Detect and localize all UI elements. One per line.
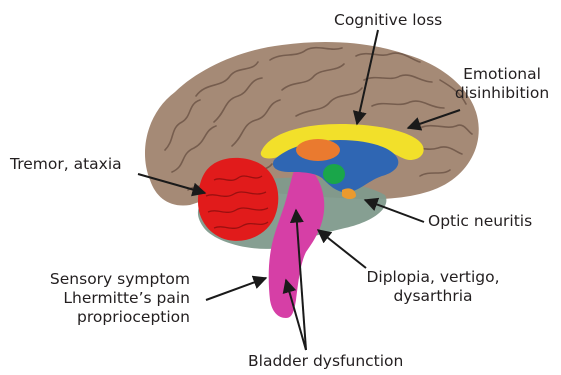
arrow-diplopia: [318, 230, 366, 268]
label-sensory-line1: Sensory symptom: [20, 270, 190, 289]
label-diplopia-line1: Diplopia, vertigo,: [358, 268, 508, 287]
label-tremor-ataxia: Tremor, ataxia: [10, 155, 122, 174]
label-diplopia-line2: dysarthria: [358, 287, 508, 306]
label-diplopia-vertigo-dysarthria: Diplopia, vertigo, dysarthria: [358, 268, 508, 306]
label-emotional-line2: disinhibition: [452, 84, 552, 103]
label-cognitive-loss: Cognitive loss: [334, 11, 442, 30]
label-bladder-dysfunction: Bladder dysfunction: [248, 352, 403, 371]
label-emotional-line1: Emotional: [452, 65, 552, 84]
arrow-sensory: [206, 278, 266, 300]
label-optic-neuritis: Optic neuritis: [428, 212, 532, 231]
green-nucleus: [323, 164, 345, 184]
label-emotional-disinhibition: Emotional disinhibition: [452, 65, 552, 103]
label-sensory-line2: Lhermitte’s pain: [20, 289, 190, 308]
thalamus: [296, 139, 340, 161]
cerebellum: [198, 158, 278, 241]
label-sensory-symptom: Sensory symptom Lhermitte’s pain proprio…: [20, 270, 190, 327]
label-sensory-line3: proprioception: [20, 308, 190, 327]
